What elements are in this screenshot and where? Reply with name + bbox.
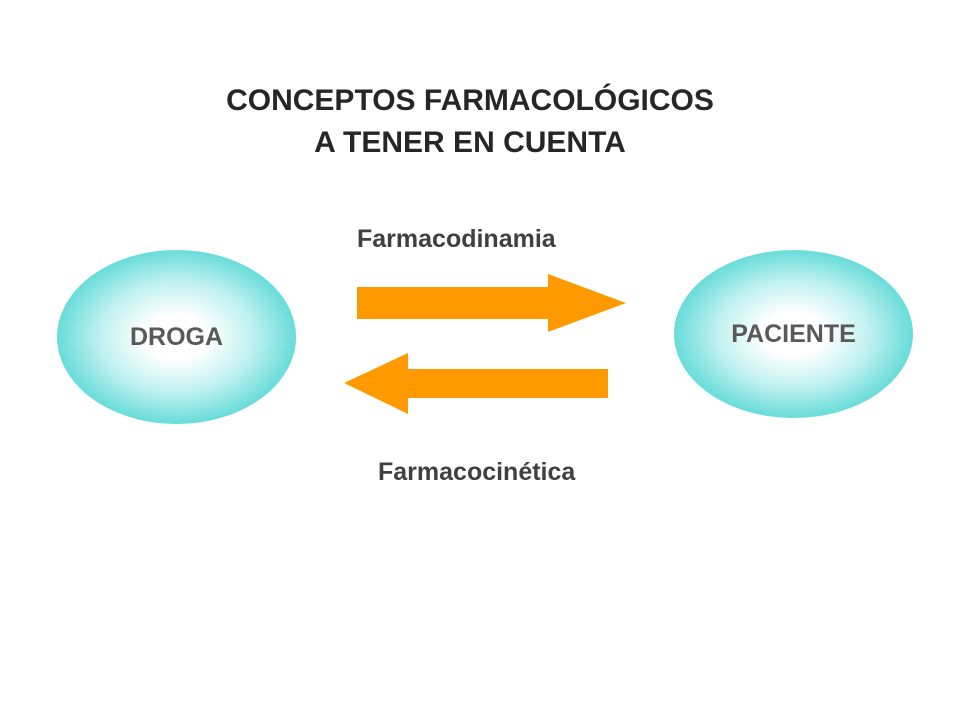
title-line-2: A TENER EN CUENTA — [314, 126, 626, 159]
droga-node: DROGA — [57, 250, 296, 424]
farmacocinetica-label: Farmacocinética — [378, 458, 576, 486]
title-line-1: CONCEPTOS FARMACOLÓGICOS — [226, 84, 714, 117]
right-arrow — [357, 274, 626, 332]
paciente-node: PACIENTE — [674, 250, 913, 418]
paciente-label: PACIENTE — [731, 319, 856, 348]
left-arrow — [344, 353, 608, 414]
diagram-title: CONCEPTOS FARMACOLÓGICOS A TENER EN CUEN… — [180, 80, 760, 164]
farmacodinamia-label: Farmacodinamia — [357, 225, 556, 253]
droga-label: DROGA — [129, 322, 224, 351]
